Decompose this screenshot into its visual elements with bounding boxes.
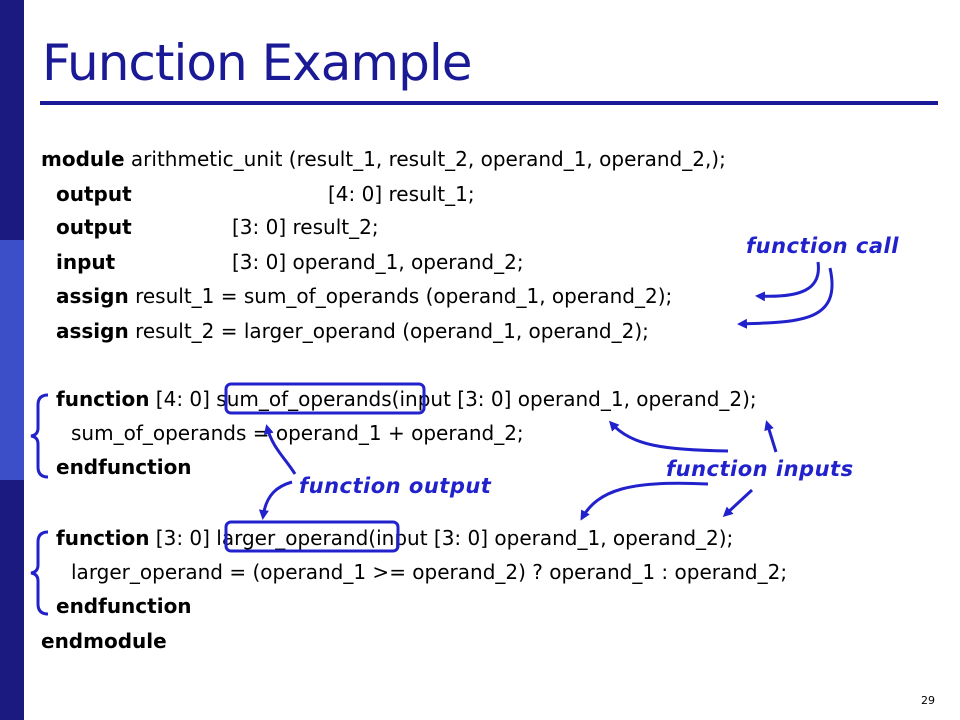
slide-title: Function Example bbox=[42, 34, 472, 92]
arrow-function-inputs-2 bbox=[764, 420, 778, 453]
code-text: result_1 = sum_of_operands (operand_1, o… bbox=[128, 284, 673, 308]
code-line-output-1-decl: [4: 0] result_1; bbox=[328, 182, 475, 206]
highlight-box-larger-operand bbox=[224, 520, 400, 553]
keyword-endfunction: endfunction bbox=[56, 455, 192, 479]
keyword-module: module bbox=[41, 147, 125, 171]
curly-bracket-function-1 bbox=[30, 393, 49, 479]
keyword-input: input bbox=[56, 250, 116, 274]
code-text: [3: 0] larger_operand(input [3: 0] opera… bbox=[149, 526, 734, 550]
arrow-function-inputs-1 bbox=[608, 420, 729, 453]
code-line-assign-1: assign result_1 = sum_of_operands (opera… bbox=[56, 284, 672, 308]
code-line-output-1: output bbox=[56, 182, 132, 206]
code-line-endmodule: endmodule bbox=[41, 629, 167, 653]
keyword-endmodule: endmodule bbox=[41, 629, 167, 653]
code-line-function-1-body: sum_of_operands = operand_1 + operand_2; bbox=[71, 421, 524, 445]
code-text: arithmetic_unit (result_1, result_2, ope… bbox=[124, 147, 726, 171]
code-line-module: module arithmetic_unit (result_1, result… bbox=[41, 147, 726, 171]
keyword-assign: assign bbox=[56, 284, 129, 308]
arrow-function-output-2 bbox=[258, 480, 293, 520]
code-line-endfunction-2: endfunction bbox=[56, 594, 192, 618]
code-text: [4: 0] sum_of_operands(input [3: 0] oper… bbox=[149, 387, 757, 411]
code-line-input-decl: [3: 0] operand_1, operand_2; bbox=[232, 250, 524, 274]
keyword-output: output bbox=[56, 215, 132, 239]
arrow-function-inputs-4 bbox=[722, 488, 754, 518]
code-line-output-2: output bbox=[56, 215, 132, 239]
keyword-output: output bbox=[56, 182, 132, 206]
keyword-function: function bbox=[56, 526, 150, 550]
code-line-assign-2: assign result_2 = larger_operand (operan… bbox=[56, 319, 649, 343]
arrow-function-call-1 bbox=[755, 261, 820, 302]
keyword-function: function bbox=[56, 387, 150, 411]
arrow-function-call-2 bbox=[737, 267, 834, 329]
page-number: 29 bbox=[921, 694, 935, 707]
left-bar-bottom bbox=[0, 480, 24, 720]
code-line-input: input bbox=[56, 250, 115, 274]
curly-bracket-function-2 bbox=[30, 530, 49, 616]
left-bar-middle bbox=[0, 240, 24, 480]
left-bar-top bbox=[0, 0, 24, 240]
keyword-assign: assign bbox=[56, 319, 129, 343]
label-function-inputs: function inputs bbox=[666, 457, 854, 481]
title-underline bbox=[40, 101, 938, 105]
code-line-function-1: function [4: 0] sum_of_operands(input [3… bbox=[56, 387, 757, 411]
arrow-function-output-1 bbox=[263, 424, 297, 475]
arrow-function-inputs-3 bbox=[580, 481, 709, 521]
keyword-endfunction: endfunction bbox=[56, 594, 192, 618]
highlight-box-sum-of-operands bbox=[224, 382, 426, 415]
code-line-function-2: function [3: 0] larger_operand(input [3:… bbox=[56, 526, 733, 550]
code-line-function-2-body: larger_operand = (operand_1 >= operand_2… bbox=[71, 560, 788, 584]
code-text: result_2 = larger_operand (operand_1, op… bbox=[128, 319, 649, 343]
label-function-output: function output bbox=[299, 474, 492, 498]
code-line-endfunction-1: endfunction bbox=[56, 455, 192, 479]
code-line-output-2-decl: [3: 0] result_2; bbox=[232, 215, 379, 239]
label-function-call: function call bbox=[746, 234, 899, 258]
